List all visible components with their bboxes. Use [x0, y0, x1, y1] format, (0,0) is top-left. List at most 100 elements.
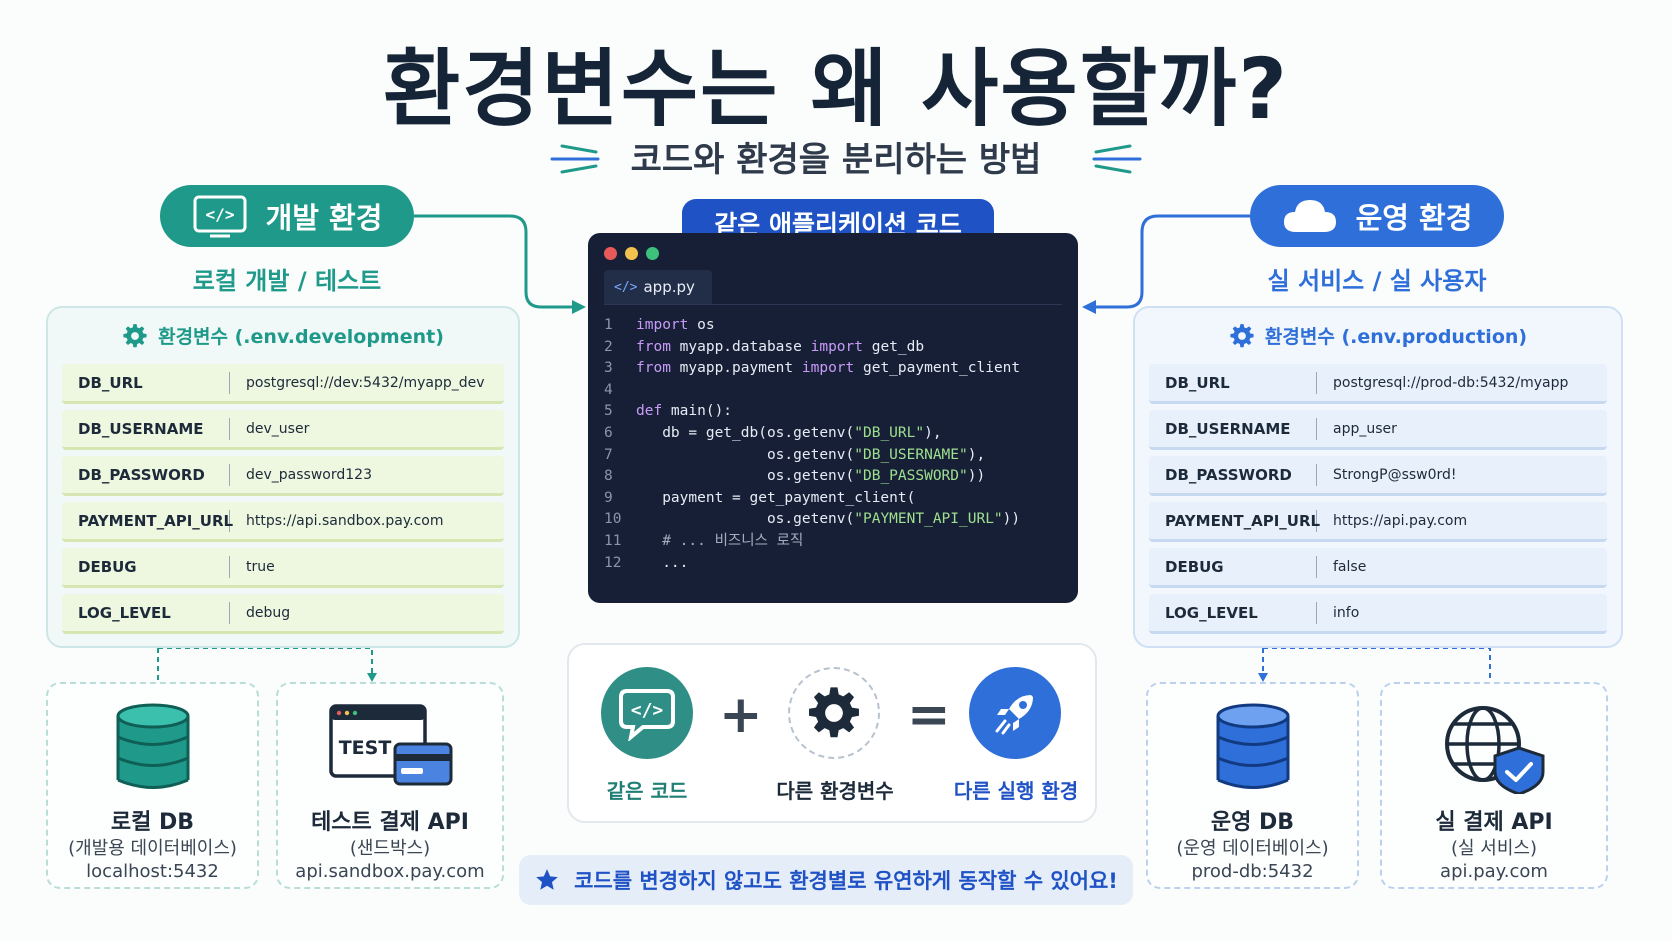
code-token: ))	[1002, 511, 1021, 528]
resource-host: localhost:5432	[86, 861, 219, 882]
test-payment-card: TEST 테스트 결제 API (샌드박스) api.sandbox.pay.c…	[276, 682, 504, 889]
resource-title: 운영 DB	[1210, 810, 1295, 835]
banner-text: 코드를 변경하지 않고도 환경별로 유연하게 동작할 수 있어요!	[574, 869, 1118, 893]
code-token: get_db	[863, 338, 925, 355]
code-token: "DB_PASSWORD"	[854, 468, 968, 485]
code-token: os	[688, 317, 715, 333]
dev-panel-title: 환경변수 (.env.development)	[158, 326, 444, 348]
code-token: ...	[636, 554, 689, 571]
code-line: 4	[604, 380, 1068, 402]
plus-operator: +	[719, 685, 763, 745]
env-var-key: DB_PASSWORD	[1149, 463, 1317, 486]
env-var-key: DEBUG	[62, 555, 230, 578]
monitor-code-icon: </>	[193, 195, 247, 238]
star-icon	[536, 869, 558, 890]
env-var-key: LOG_LEVEL	[1149, 601, 1317, 624]
line-number: 1	[604, 317, 613, 333]
dev-subheading: 로컬 개발 / 테스트	[192, 267, 382, 295]
code-token: import	[810, 338, 863, 355]
resource-subtitle: (실 서비스)	[1450, 838, 1537, 859]
test-label: TEST	[339, 737, 392, 759]
resource-subtitle: (개발용 데이터베이스)	[68, 838, 237, 859]
code-token: from	[636, 338, 671, 355]
subtitle: 코드와 환경을 분리하는 방법	[630, 140, 1042, 180]
code-token: import	[636, 317, 689, 333]
resource-host: api.sandbox.pay.com	[295, 861, 485, 882]
code-token: os.getenv(	[636, 468, 855, 485]
deco-lines-right-icon	[1092, 144, 1142, 174]
env-var-value: app_user	[1333, 420, 1397, 437]
line-number: 5	[604, 403, 613, 420]
code-line: 10 os.getenv("PAYMENT_API_URL"))	[604, 509, 1068, 531]
code-line: 12 ...	[604, 553, 1068, 575]
maximize-dot-icon	[646, 247, 659, 260]
env-var-key: PAYMENT_API_URL	[1149, 509, 1320, 532]
env-var-value: debug	[246, 604, 291, 621]
dev-env-pill: </> 개발 환경	[160, 185, 414, 247]
code-token: db = get_db(os.getenv(	[636, 424, 855, 441]
dev-env-label: 개발 환경	[265, 201, 383, 235]
summary-banner: 코드를 변경하지 않고도 환경별로 유연하게 동작할 수 있어요!	[519, 855, 1133, 905]
file-tab[interactable]: </> app.py	[604, 270, 712, 304]
resource-title: 실 결제 API	[1435, 810, 1553, 835]
equation-label: 다른 환경변수	[776, 779, 894, 803]
real-payment-card: 실 결제 API (실 서비스) api.pay.com	[1380, 682, 1608, 889]
line-number: 12	[604, 554, 622, 571]
line-number: 3	[604, 360, 613, 377]
cloud-icon	[1283, 200, 1336, 232]
window-controls	[604, 247, 659, 260]
database-icon	[1216, 703, 1289, 789]
close-dot-icon	[604, 247, 617, 260]
prod-panel-title: 환경변수 (.env.production)	[1264, 326, 1528, 348]
resource-host: prod-db:5432	[1191, 861, 1314, 882]
code-token: "PAYMENT_API_URL"	[854, 511, 1003, 528]
minimize-dot-icon	[625, 247, 638, 260]
code-token: "DB_USERNAME"	[854, 446, 968, 463]
line-number: 6	[604, 424, 613, 441]
code-line: 11 # ... 비즈니스 로직	[604, 531, 1068, 553]
file-tab-label: app.py	[643, 278, 695, 296]
env-var-value: true	[246, 558, 275, 575]
line-number: 4	[604, 381, 613, 398]
code-token: myapp.payment	[670, 360, 802, 377]
env-var-key: DB_USERNAME	[62, 417, 230, 440]
code-token: # ... 비즈니스 로직	[636, 532, 804, 549]
code-token: def	[636, 403, 663, 420]
equation-box: </> + = 같은 코드 다른 환경변수 다른 실행 환경	[567, 643, 1097, 823]
env-var-value: postgresql://dev:5432/myapp_dev	[246, 374, 485, 391]
env-var-key: DEBUG	[1149, 555, 1317, 578]
resource-title: 로컬 DB	[110, 810, 195, 835]
prod-env-label: 운영 환경	[1355, 201, 1473, 235]
code-line: 6 db = get_db(os.getenv("DB_URL"),	[604, 423, 1068, 445]
env-var-value: false	[1333, 558, 1367, 575]
code-line: 1 import os	[604, 315, 1068, 337]
line-number: 8	[604, 468, 613, 485]
equation-label: 다른 실행 환경	[953, 779, 1079, 803]
equals-operator: =	[907, 685, 951, 745]
line-number: 9	[604, 489, 613, 506]
env-var-value: https://api.sandbox.pay.com	[246, 512, 444, 529]
line-number: 10	[604, 511, 622, 528]
env-var-row: DEBUG false	[1149, 548, 1607, 588]
code-token: os.getenv(	[636, 446, 855, 463]
database-icon	[116, 703, 189, 789]
code-token: from	[636, 360, 671, 377]
code-token: os.getenv(	[636, 511, 855, 528]
gear-icon	[1230, 323, 1254, 347]
code-token: ),	[967, 446, 986, 463]
code-token: import	[801, 360, 855, 377]
code-line: 8 os.getenv("DB_PASSWORD"))	[604, 466, 1068, 488]
code-token: "DB_URL"	[854, 424, 925, 441]
line-number: 2	[604, 338, 613, 355]
